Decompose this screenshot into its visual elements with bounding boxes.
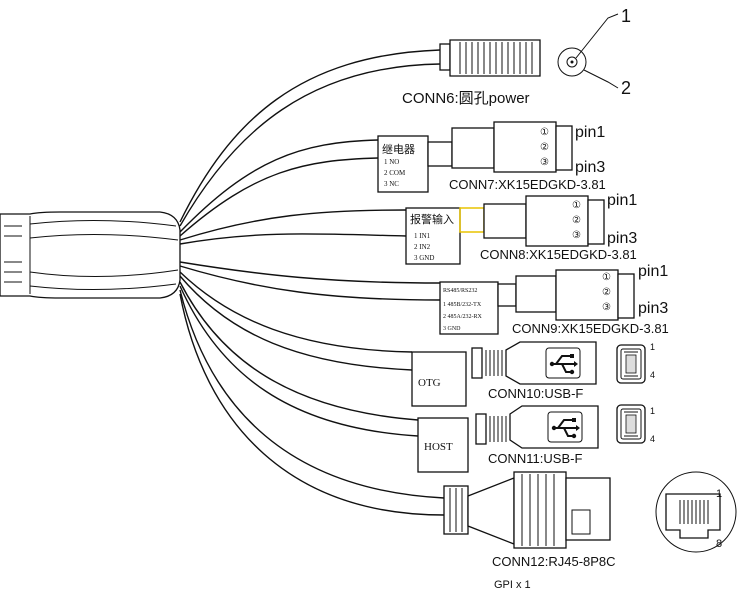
conn9-pin-2: ② (602, 287, 611, 298)
conn7-pin-2: ② (540, 142, 549, 153)
cable-trunk (0, 211, 181, 299)
conn6-power-connector: CONN6:圆孔power 1 2 (402, 6, 631, 107)
conn10-usb-otg: OTG 1 4 CONN10:USB-F (411, 341, 655, 407)
conn11-pin-b: 4 (650, 434, 655, 444)
conn7-relay-connector: 继电器 1 NO 2 COM 3 NC ① ② ③ pin1 pin3 CONN… (377, 121, 606, 193)
conn6-label: CONN6:圆孔power (402, 90, 530, 107)
conn8-pin-bottom: pin3 (607, 230, 637, 247)
conn9-pin-1: ① (602, 272, 611, 283)
conn7-row-1: 1 NO (384, 158, 399, 166)
rj45-port-icon (655, 471, 737, 553)
conn9-row-1: 1 485B/232-TX (443, 302, 482, 308)
conn8-row-3: 3 GND (414, 254, 434, 262)
conn8-box-title: 报警输入 (410, 212, 454, 226)
conn12-pin-b: 8 (716, 538, 722, 550)
conn10-pin-b: 4 (650, 370, 655, 380)
conn8-pin-top: pin1 (607, 192, 637, 209)
conn8-alarm-connector: 报警输入 1 IN1 2 IN2 3 GND ① ② ③ pin1 pin3 C… (405, 192, 637, 265)
conn7-row-3: 3 NC (384, 180, 399, 188)
conn8-pin-3: ③ (572, 230, 581, 241)
conn8-row-1: 1 IN1 (414, 232, 431, 240)
footer-text: GPI x 1 (494, 579, 531, 591)
usb-port-icon (616, 404, 646, 444)
conn7-box-title: 继电器 (382, 143, 415, 156)
conn11-pin-a: 1 (650, 406, 655, 416)
conn11-tag: HOST (424, 441, 453, 453)
conn9-pin-3: ③ (602, 302, 611, 313)
usb-port-icon (616, 344, 646, 384)
conn12-pin-a: 1 (716, 488, 722, 500)
conn9-pin-bottom: pin3 (638, 300, 668, 317)
conn7-pin-1: ① (540, 127, 549, 138)
callout-2: 2 (621, 78, 631, 98)
callout-1: 1 (621, 6, 631, 26)
conn11-label: CONN11:USB-F (488, 451, 582, 466)
conn10-tag: OTG (418, 377, 441, 389)
conn11-usb-host: HOST 1 4 CONN11:USB-F (417, 404, 655, 473)
conn7-row-2: 2 COM (384, 169, 406, 177)
conn8-label: CONN8:XK15EDGKD-3.81 (480, 247, 637, 262)
conn7-pin-top: pin1 (575, 124, 605, 141)
conn9-box-title: RS485/RS232 (443, 288, 477, 294)
conn12-rj45: CONN12:RJ45-8P8C 1 8 (443, 471, 737, 569)
conn10-label: CONN10:USB-F (488, 386, 583, 401)
conn9-label: CONN9:XK15EDGKD-3.81 (512, 321, 669, 336)
fan-out-wires (179, 49, 445, 516)
conn8-row-2: 2 IN2 (414, 243, 431, 251)
conn9-row-3: 3 GND (443, 326, 461, 332)
conn9-row-2: 2 485A/232-RX (443, 314, 483, 320)
conn9-pin-top: pin1 (638, 263, 668, 280)
conn8-pin-1: ① (572, 200, 581, 211)
conn12-label: CONN12:RJ45-8P8C (492, 554, 616, 569)
conn7-pin-bottom: pin3 (575, 159, 605, 176)
conn8-pin-2: ② (572, 215, 581, 226)
conn7-pin-3: ③ (540, 157, 549, 168)
conn7-label: CONN7:XK15EDGKD-3.81 (449, 177, 606, 192)
usb-icon (551, 418, 580, 439)
usb-icon (549, 354, 578, 375)
conn10-pin-a: 1 (650, 342, 655, 352)
conn9-rs485-connector: RS485/RS232 1 485B/232-TX 2 485A/232-RX … (439, 263, 669, 336)
